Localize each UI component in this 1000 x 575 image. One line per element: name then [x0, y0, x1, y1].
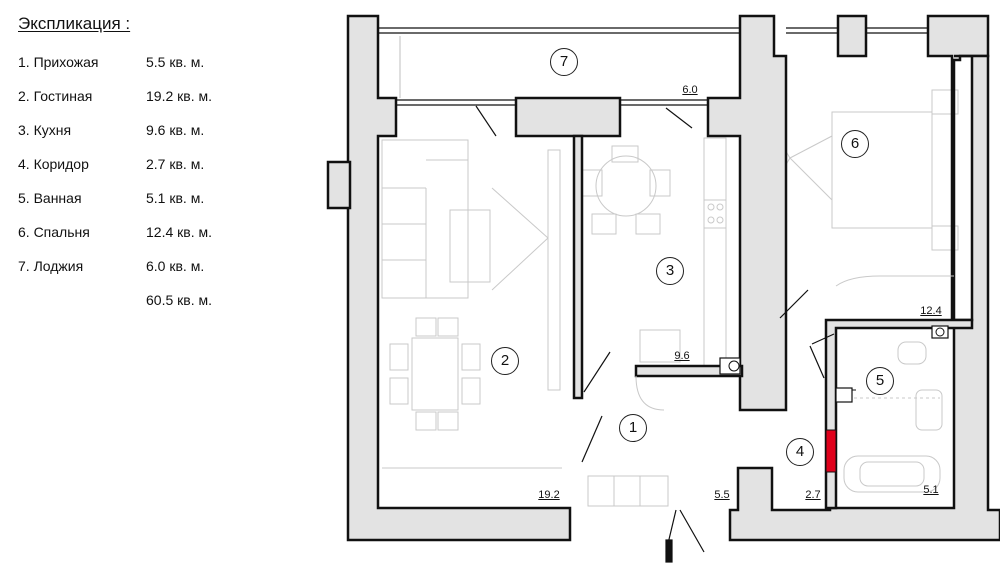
legend-total-area: 60.5 кв. м. — [146, 292, 212, 308]
legend-title: Экспликация : — [18, 14, 131, 33]
hall-bench — [587, 475, 669, 507]
stove — [703, 199, 727, 229]
outer-wall-left — [346, 14, 572, 542]
room-number-hallway: 1 — [619, 414, 647, 442]
partition-wall — [572, 134, 584, 400]
door-living — [581, 415, 603, 463]
legend-room-area: 2.7 кв. м. — [146, 156, 205, 172]
legend-row-corridor: 4. Коридор 2.7 кв. м. — [18, 156, 248, 174]
door-kitchen — [583, 351, 611, 393]
legend-room-name: 2. Гостиная — [18, 88, 93, 104]
washbasin — [915, 389, 943, 431]
riser-icon — [931, 325, 949, 339]
legend-row-hallway: 1. Прихожая 5.5 кв. м. — [18, 54, 248, 72]
area-label-corridor: 2.7 — [805, 489, 821, 501]
sofa — [381, 139, 469, 299]
area-label-loggia: 6.0 — [682, 84, 698, 96]
toilet — [897, 341, 927, 365]
area-label-bedroom: 12.4 — [920, 305, 942, 317]
boiler-icon — [719, 357, 741, 375]
floor-plan-drawing — [326, 14, 1000, 563]
windows-layer — [378, 27, 928, 106]
legend-room-area: 9.6 кв. м. — [146, 122, 205, 138]
area-label-bathroom: 5.1 — [923, 484, 939, 496]
legend-room-area: 12.4 кв. м. — [146, 224, 212, 240]
kitchen-wall — [634, 364, 744, 378]
legend-row-loggia: 7. Лоджия 6.0 кв. м. — [18, 258, 248, 276]
legend-row-kitchen: 3. Кухня 9.6 кв. м. — [18, 122, 248, 140]
legend-room-area: 19.2 кв. м. — [146, 88, 212, 104]
legend-room-name: 5. Ванная — [18, 190, 82, 206]
bathtub — [843, 455, 941, 493]
legend-room-name: 6. Спальня — [18, 224, 90, 240]
legend-room-name: 7. Лоджия — [18, 258, 84, 274]
door-loggia-kitchen — [665, 107, 693, 129]
room-number-living-room: 2 — [491, 347, 519, 375]
area-label-living-room: 19.2 — [538, 489, 560, 501]
legend-room-area: 5.5 кв. м. — [146, 54, 205, 70]
highlighted-wall — [825, 429, 837, 473]
bathroom-wall — [824, 318, 974, 510]
dining-table — [411, 337, 459, 411]
furniture-layer — [381, 89, 959, 507]
fridge — [639, 329, 681, 363]
meter-icon — [835, 387, 853, 403]
legend-room-area: 6.0 кв. м. — [146, 258, 205, 274]
room-number-loggia: 7 — [550, 48, 578, 76]
floor-plan: 1 2 3 4 5 6 7 5.5 19.2 9.6 2.7 5.1 12.4 … — [320, 0, 1000, 575]
area-label-hallway: 5.5 — [714, 489, 730, 501]
room-number-bathroom: 5 — [866, 367, 894, 395]
walls-layer — [326, 14, 1000, 542]
inner-wall-bedroom — [706, 14, 788, 412]
door-bathroom — [809, 333, 835, 379]
entrance-jamb — [665, 539, 673, 563]
wall-pier — [836, 14, 868, 58]
doors-layer — [475, 105, 835, 563]
outer-wall-top-right — [926, 14, 990, 322]
wall-block — [514, 96, 622, 138]
room-number-corridor: 4 — [786, 438, 814, 466]
door-loggia-living — [475, 105, 497, 137]
explication-legend: Экспликация : 1. Прихожая 5.5 кв. м. 2. … — [18, 14, 248, 314]
kitchen-table — [595, 155, 657, 217]
coffee-table — [449, 209, 491, 283]
bed — [831, 111, 933, 229]
legend-row-bathroom: 5. Ванная 5.1 кв. м. — [18, 190, 248, 208]
legend-row-living-room: 2. Гостиная 19.2 кв. м. — [18, 88, 248, 106]
room-number-kitchen: 3 — [656, 257, 684, 285]
area-label-kitchen: 9.6 — [674, 350, 690, 362]
wall-ledge — [326, 160, 352, 210]
legend-room-name: 1. Прихожая — [18, 54, 99, 70]
legend-room-name: 4. Коридор — [18, 156, 89, 172]
tv-unit — [547, 149, 561, 391]
room-number-bedroom: 6 — [841, 130, 869, 158]
door-bedroom — [779, 289, 809, 319]
legend-room-name: 3. Кухня — [18, 122, 72, 138]
kitchen-counter — [703, 137, 727, 371]
legend-room-area: 5.1 кв. м. — [146, 190, 205, 206]
legend-row-bedroom: 6. Спальня 12.4 кв. м. — [18, 224, 248, 242]
